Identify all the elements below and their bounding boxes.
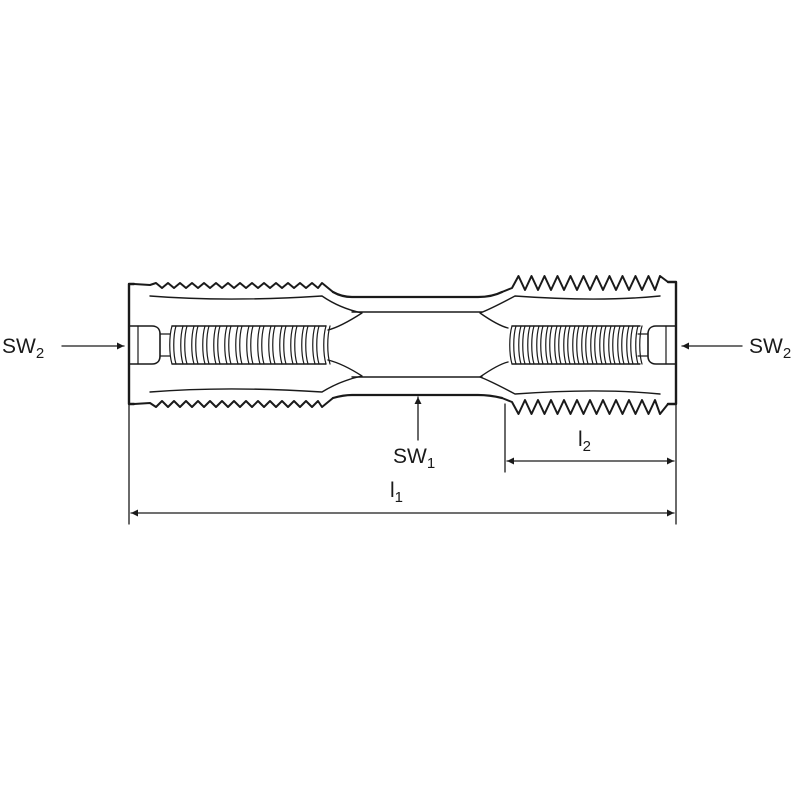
tap-body: [127, 275, 678, 415]
sw2-right-callout: SW2: [681, 335, 791, 362]
l1-label: l1: [390, 479, 403, 506]
left-core-rib: [213, 325, 221, 365]
right-square-drive: [647, 325, 677, 365]
sw2-left-label: SW2: [2, 335, 44, 362]
right-core-rib: [545, 325, 553, 365]
right-flute-lower: [479, 361, 661, 395]
left-thread-top: [133, 282, 334, 293]
left-core-rib: [202, 325, 210, 365]
right-square-drive-detail: [637, 325, 667, 365]
left-core-rib: [312, 325, 320, 365]
left-core-rib: [279, 325, 287, 365]
left-square-drive: [128, 325, 161, 365]
right-core-ribs: [509, 325, 643, 365]
right-core-rib: [608, 325, 616, 365]
right-thread-bottom: [501, 397, 669, 415]
right-core-rib: [572, 325, 580, 365]
right-core-rib: [590, 325, 598, 365]
neck-bottom-line: [331, 393, 504, 400]
sw1-label: SW1: [393, 445, 435, 472]
right-core-rib: [563, 325, 571, 365]
sw1-callout: SW1: [393, 396, 435, 472]
left-core-rib: [191, 325, 199, 365]
left-core-rib: [169, 325, 177, 365]
right-core-rib: [509, 325, 517, 365]
sw2-left-callout: SW2: [2, 335, 125, 362]
neck-top-line: [331, 290, 504, 299]
left-core-rib: [257, 325, 265, 365]
right-core-rib: [581, 325, 589, 365]
left-core-rib: [301, 325, 309, 365]
right-flute-upper: [479, 295, 661, 329]
right-core-rib: [518, 325, 526, 365]
left-end-face: [127, 282, 136, 406]
l2-label: l2: [578, 428, 591, 455]
left-core-ribs: [169, 325, 331, 365]
left-core-rib: [268, 325, 276, 365]
right-core-rib: [626, 325, 634, 365]
right-core-rib: [527, 325, 535, 365]
right-core-rib: [536, 325, 544, 365]
left-core-rib: [323, 325, 331, 365]
right-core-rib: [635, 325, 643, 365]
right-end-face: [666, 280, 678, 406]
left-core-rib: [246, 325, 254, 365]
right-core-rib: [617, 325, 625, 365]
left-flute-upper: [149, 295, 363, 331]
sw2-right-label: SW2: [749, 335, 791, 362]
left-core-rib: [290, 325, 298, 365]
left-core-rib: [235, 325, 243, 365]
left-flute-lower: [149, 359, 363, 393]
dimension-l2: l2: [504, 403, 675, 473]
right-core-outline: [511, 325, 641, 365]
left-core-rib: [180, 325, 188, 365]
dimension-l1: l1: [128, 403, 677, 525]
left-square-drive-detail: [137, 325, 171, 365]
right-thread-top: [501, 275, 669, 293]
right-core-rib: [599, 325, 607, 365]
right-core-rib: [554, 325, 562, 365]
left-thread-bottom: [133, 397, 334, 408]
left-core-rib: [224, 325, 232, 365]
